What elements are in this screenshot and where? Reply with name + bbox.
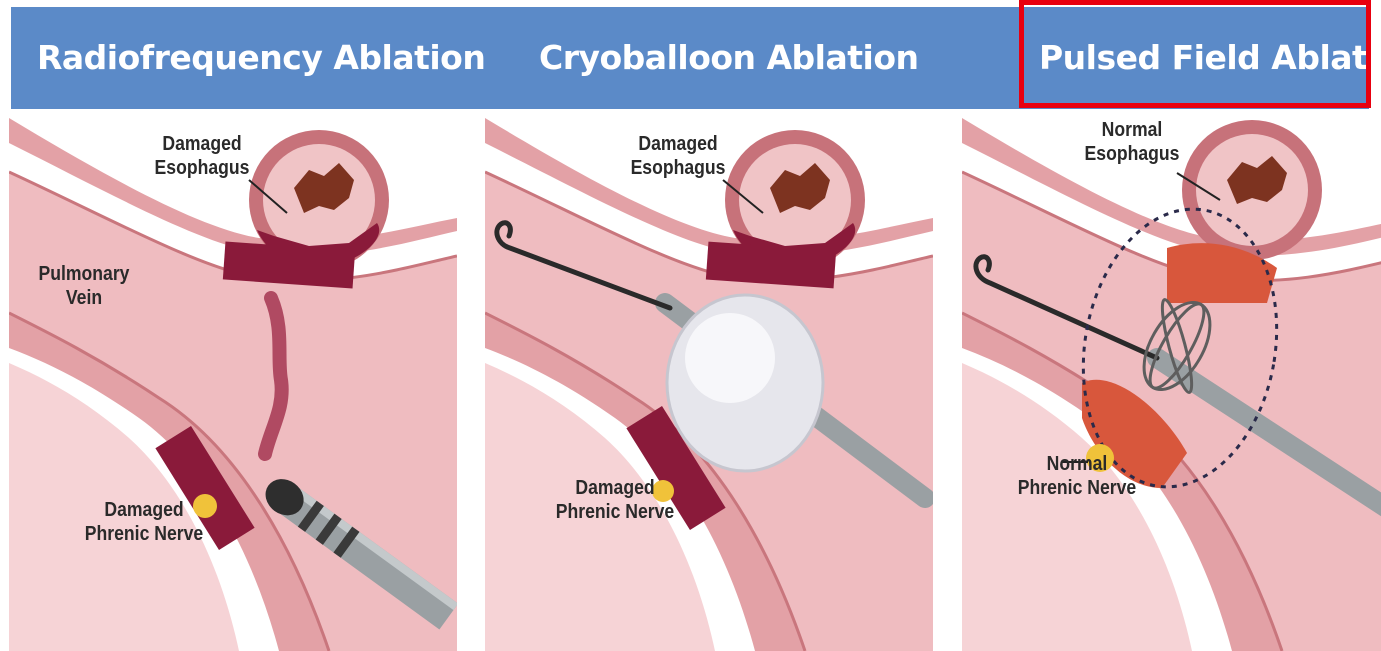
pulsed-field-illustration: [962, 118, 1381, 651]
label-esophagus-1: DamagedEsophagus: [127, 132, 277, 180]
title-cryoballoon: Cryoballoon Ablation: [539, 7, 919, 109]
title-radiofrequency: Radiofrequency Ablation: [37, 7, 485, 109]
label-esophagus-3: NormalEsophagus: [1062, 118, 1203, 166]
cryoballoon-illustration: [485, 118, 933, 651]
label-phrenic-nerve-2: DamagedPhrenic Nerve: [540, 476, 690, 524]
label-phrenic-nerve-1: DamagedPhrenic Nerve: [69, 498, 219, 546]
label-esophagus-2: DamagedEsophagus: [603, 132, 753, 180]
label-pulmonary-vein: PulmonaryVein: [18, 262, 150, 310]
highlight-box: [1019, 0, 1371, 108]
panel-cryoballoon: DamagedEsophagus DamagedPhrenic Nerve: [485, 118, 933, 651]
panel-pulsed-field: NormalEsophagus NormalPhrenic Nerve: [962, 118, 1381, 651]
radiofrequency-illustration: [9, 118, 457, 651]
label-phrenic-nerve-3: NormalPhrenic Nerve: [1002, 452, 1152, 500]
panel-radiofrequency: DamagedEsophagus PulmonaryVein DamagedPh…: [9, 118, 457, 651]
